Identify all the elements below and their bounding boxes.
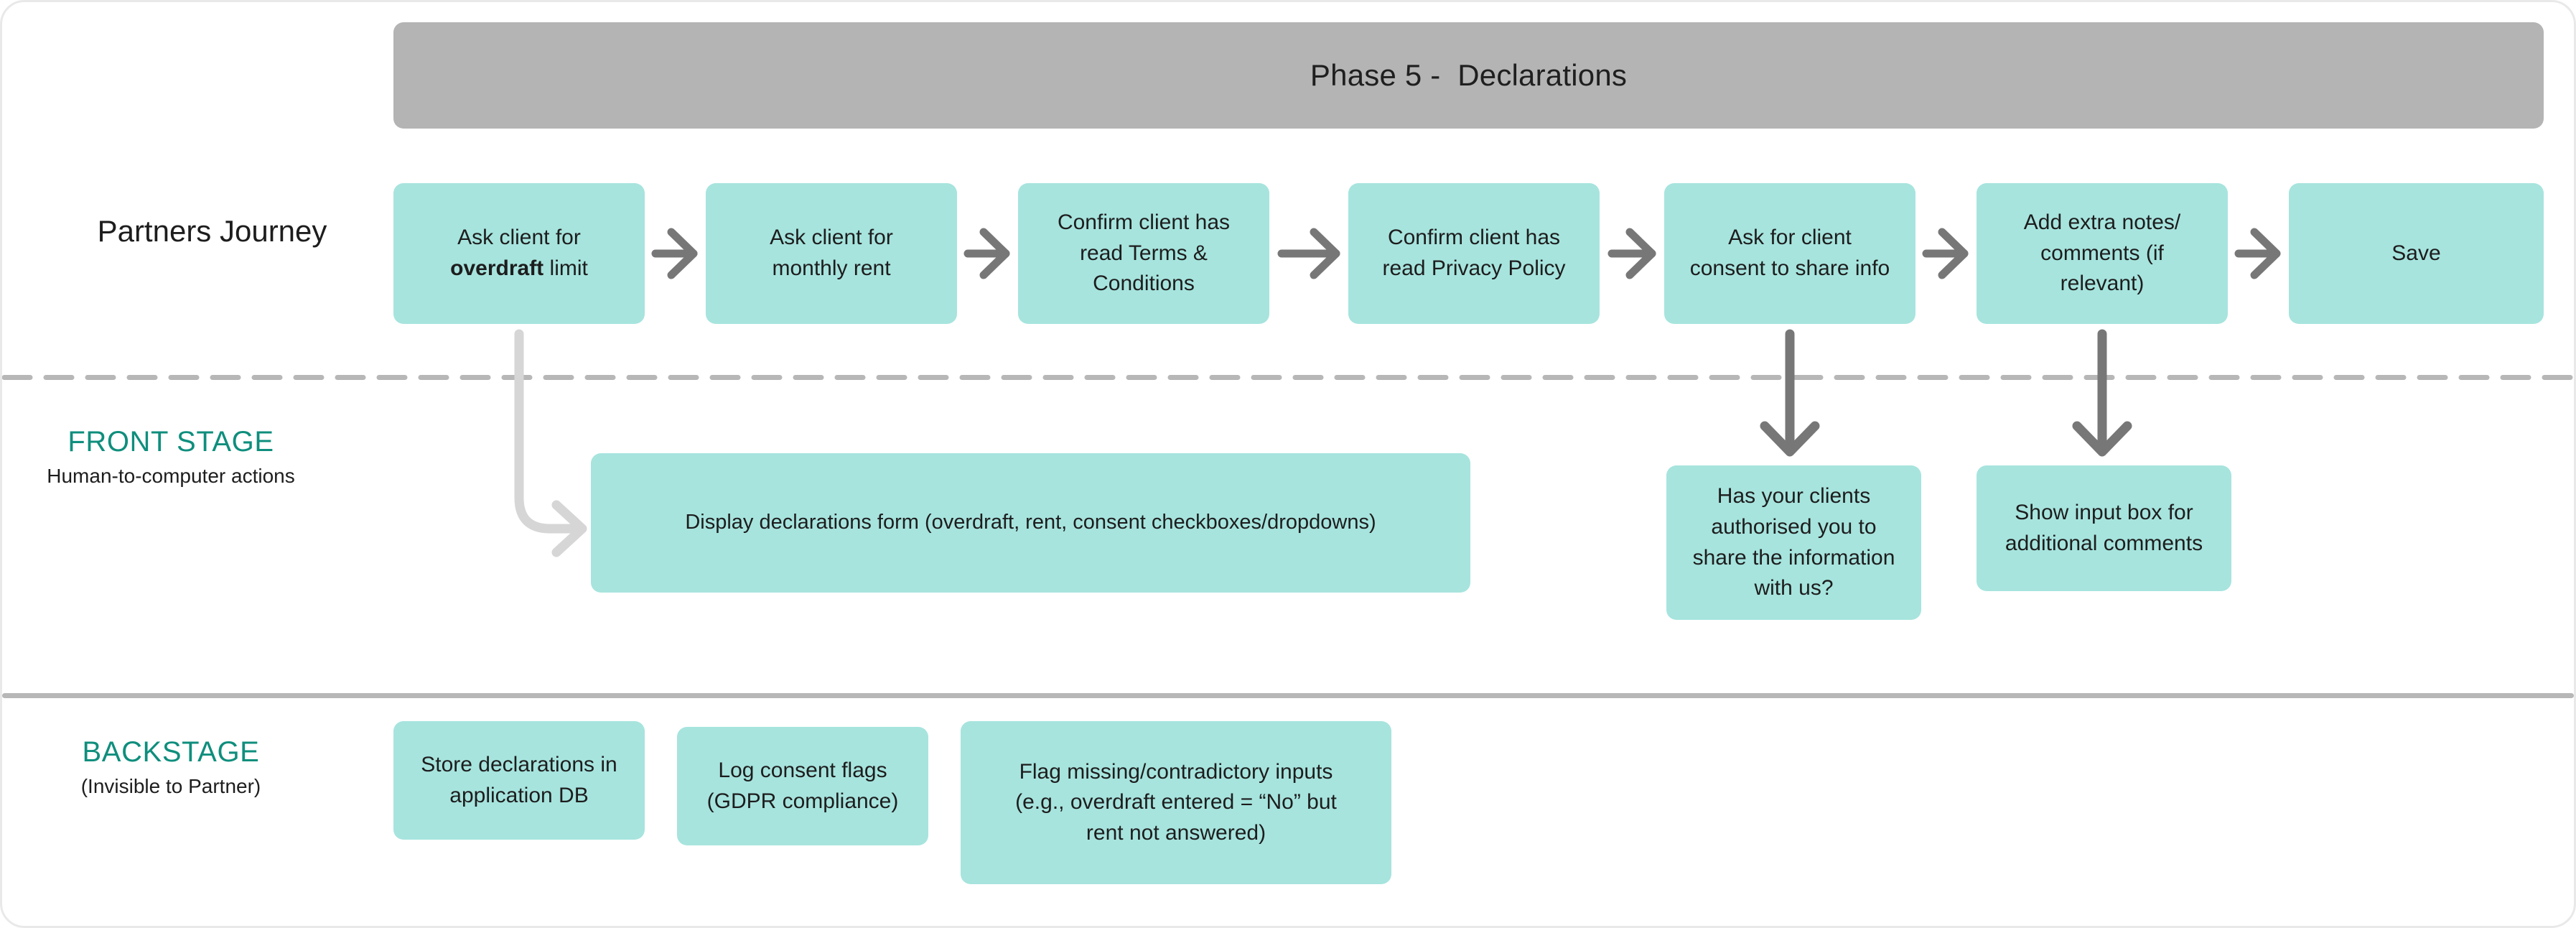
- front-stage-comments-input[interactable]: Show input box for additional comments: [1977, 465, 2231, 591]
- front-stage-consent-line3: share the information: [1692, 545, 1895, 570]
- arrow-right-icon-6: [2234, 228, 2281, 279]
- arrow-right-icon-3: [1277, 228, 1340, 279]
- elbow-arrow-icon-step1: [514, 329, 587, 557]
- front-stage-display-form[interactable]: Display declarations form (overdraft, re…: [591, 453, 1470, 593]
- journey-step-3-line2: read Terms &: [1080, 241, 1208, 265]
- front-stage-consent-line2: authorised you to: [1711, 514, 1877, 539]
- backstage-log-consent[interactable]: Log consent flags (GDPR compliance): [677, 727, 928, 845]
- partners-journey-label: Partners Journey: [97, 214, 327, 248]
- front-stage-title: FRONT STAGE: [67, 426, 274, 458]
- arrow-right-icon-2: [963, 228, 1010, 279]
- backstage-store-line2: application DB: [449, 783, 589, 807]
- backstage-label: BACKSTAGE (Invisible to Partner): [2, 736, 340, 798]
- journey-step-1-bold: overdraft: [450, 256, 544, 280]
- front-stage-subtitle: Human-to-computer actions: [47, 465, 295, 487]
- journey-step-2[interactable]: Ask client for monthly rent: [706, 183, 957, 324]
- journey-step-1-line2: overdraft limit: [450, 254, 588, 284]
- journey-step-6-line1: Add extra notes/: [2023, 210, 2181, 235]
- journey-step-2-line2: monthly rent: [772, 256, 891, 280]
- backstage-divider-solid: [2, 693, 2574, 698]
- backstage-flag-line3: rent not answered): [1086, 820, 1266, 845]
- journey-step-5-line1: Ask for client: [1728, 226, 1852, 250]
- backstage-flag-line2: (e.g., overdraft entered = “No” but: [1015, 790, 1337, 815]
- journey-step-3-line1: Confirm client has: [1057, 210, 1231, 235]
- front-stage-divider-dashed: [2, 375, 2574, 380]
- journey-step-3-line3: Conditions: [1093, 272, 1195, 296]
- arrow-down-icon-step6: [2072, 329, 2132, 457]
- front-stage-consent-line4: with us?: [1754, 576, 1834, 600]
- journey-step-7-line1: Save: [2391, 241, 2441, 265]
- front-stage-consent-line1: Has your clients: [1717, 484, 1871, 509]
- journey-step-4-line1: Confirm client has: [1387, 226, 1561, 250]
- backstage-subtitle: (Invisible to Partner): [80, 775, 261, 797]
- journey-step-1-rest: limit: [543, 256, 588, 280]
- arrow-right-icon-1: [651, 228, 698, 279]
- journey-step-6[interactable]: Add extra notes/ comments (if relevant): [1977, 183, 2228, 324]
- journey-step-3[interactable]: Confirm client has read Terms & Conditio…: [1018, 183, 1269, 324]
- front-stage-display-form-text: Display declarations form (overdraft, re…: [685, 511, 1376, 534]
- backstage-title: BACKSTAGE: [82, 736, 260, 768]
- journey-step-4-line2: read Privacy Policy: [1382, 256, 1566, 280]
- journey-step-5-line2: consent to share info: [1689, 256, 1890, 280]
- backstage-flag-line1: Flag missing/contradictory inputs: [1019, 759, 1333, 784]
- arrow-right-icon-4: [1607, 228, 1656, 279]
- journey-step-6-line3: relevant): [2060, 272, 2145, 296]
- backstage-log-line2: (GDPR compliance): [706, 789, 899, 813]
- front-stage-comments-line1: Show input box for: [2015, 500, 2193, 524]
- journey-step-1-line1: Ask client for: [457, 226, 581, 250]
- journey-step-2-line1: Ask client for: [770, 226, 893, 250]
- front-stage-label: FRONT STAGE Human-to-computer actions: [2, 426, 340, 488]
- journey-step-4[interactable]: Confirm client has read Privacy Policy: [1348, 183, 1600, 324]
- backstage-log-line1: Log consent flags: [718, 758, 887, 782]
- front-stage-consent-question[interactable]: Has your clients authorised you to share…: [1666, 465, 1921, 620]
- arrow-right-icon-5: [1922, 228, 1969, 279]
- backstage-store-declarations[interactable]: Store declarations in application DB: [393, 721, 645, 840]
- phase-header-title: Phase 5 - Declarations: [393, 22, 2544, 129]
- arrow-down-icon-step5: [1760, 329, 1820, 457]
- backstage-store-line1: Store declarations in: [421, 752, 617, 776]
- journey-step-5[interactable]: Ask for client consent to share info: [1664, 183, 1915, 324]
- journey-step-7-save[interactable]: Save: [2289, 183, 2544, 324]
- front-stage-comments-line2: additional comments: [2005, 531, 2203, 555]
- journey-step-1[interactable]: Ask client for overdraft limit: [393, 183, 645, 324]
- backstage-flag-inputs[interactable]: Flag missing/contradictory inputs (e.g.,…: [961, 721, 1391, 884]
- journey-step-6-line2: comments (if: [2040, 241, 2164, 265]
